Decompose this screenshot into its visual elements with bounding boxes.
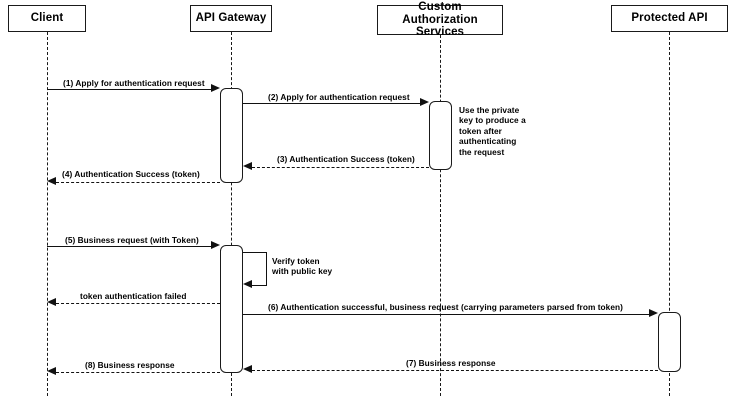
self-message-label-line2: with public key <box>272 266 333 277</box>
activation-authsvc <box>429 101 452 170</box>
message-3-arrowhead <box>243 162 252 171</box>
message-8-arrowhead <box>47 367 56 376</box>
participant-authsvc-label-line2: Services <box>415 26 465 39</box>
message-4-label: (4) Authentication Success (token) <box>62 169 200 179</box>
message-6-arrowhead <box>649 309 658 318</box>
note-auth-line-3: token after <box>459 125 502 136</box>
participant-custom-authorization-services[interactable]: Custom Authorization Services <box>377 1 503 38</box>
message-2-arrowhead <box>420 98 429 107</box>
message-7-arrowhead <box>243 365 252 374</box>
self-message-bottom-segment <box>252 285 267 286</box>
message-7-label: (7) Business response <box>406 358 496 368</box>
message-3-line <box>252 167 429 168</box>
activation-protected-api <box>658 312 681 372</box>
message-token-auth-failed-arrowhead <box>47 298 56 307</box>
note-auth-line-2: key to produce a <box>459 115 526 126</box>
message-1-line <box>47 89 211 90</box>
lifeline-authsvc <box>440 35 441 396</box>
lifeline-protapi <box>669 32 670 396</box>
note-auth-line-5: the request <box>459 146 505 157</box>
lifeline-client <box>47 32 48 396</box>
message-token-auth-failed-line <box>56 303 220 304</box>
message-8-label: (8) Business response <box>85 360 175 370</box>
participant-protected-api-label: Protected API <box>631 12 708 25</box>
participant-api-gateway-label: API Gateway <box>195 12 267 25</box>
participant-api-gateway[interactable]: API Gateway <box>190 5 272 32</box>
message-4-line <box>56 182 220 183</box>
self-message-label: Verify token with public key <box>272 256 352 277</box>
self-message-top-segment <box>243 252 267 253</box>
activation-gateway-auth <box>220 88 243 183</box>
message-5-arrowhead <box>211 241 220 250</box>
message-8-line <box>56 372 220 373</box>
self-message-arrowhead <box>243 280 252 289</box>
message-6-line <box>243 314 649 315</box>
message-1-label: (1) Apply for authentication request <box>63 78 205 88</box>
note-auth-private-key: Use the private key to produce a token a… <box>459 105 529 157</box>
message-4-arrowhead <box>47 177 56 186</box>
message-5-line <box>47 246 211 247</box>
self-message-right-segment <box>266 252 267 285</box>
message-5-label: (5) Business request (with Token) <box>65 235 199 245</box>
note-auth-line-1: Use the private <box>459 105 520 115</box>
participant-client-label: Client <box>30 12 64 25</box>
self-message-label-line1: Verify token <box>272 256 320 266</box>
message-1-arrowhead <box>211 84 220 93</box>
message-6-label: (6) Authentication successful, business … <box>268 302 623 312</box>
lifeline-gateway <box>231 32 232 396</box>
participant-client[interactable]: Client <box>8 5 86 32</box>
note-auth-line-4: authenticating <box>459 136 517 147</box>
activation-gateway-business <box>220 245 243 373</box>
message-token-auth-failed-label: token authentication failed <box>80 291 187 301</box>
message-2-label: (2) Apply for authentication request <box>268 92 410 102</box>
participant-authsvc-label-line1: Custom Authorization <box>402 1 478 26</box>
participant-protected-api[interactable]: Protected API <box>611 5 728 32</box>
message-2-line <box>243 103 420 104</box>
message-3-label: (3) Authentication Success (token) <box>277 154 415 164</box>
message-7-line <box>252 370 658 371</box>
